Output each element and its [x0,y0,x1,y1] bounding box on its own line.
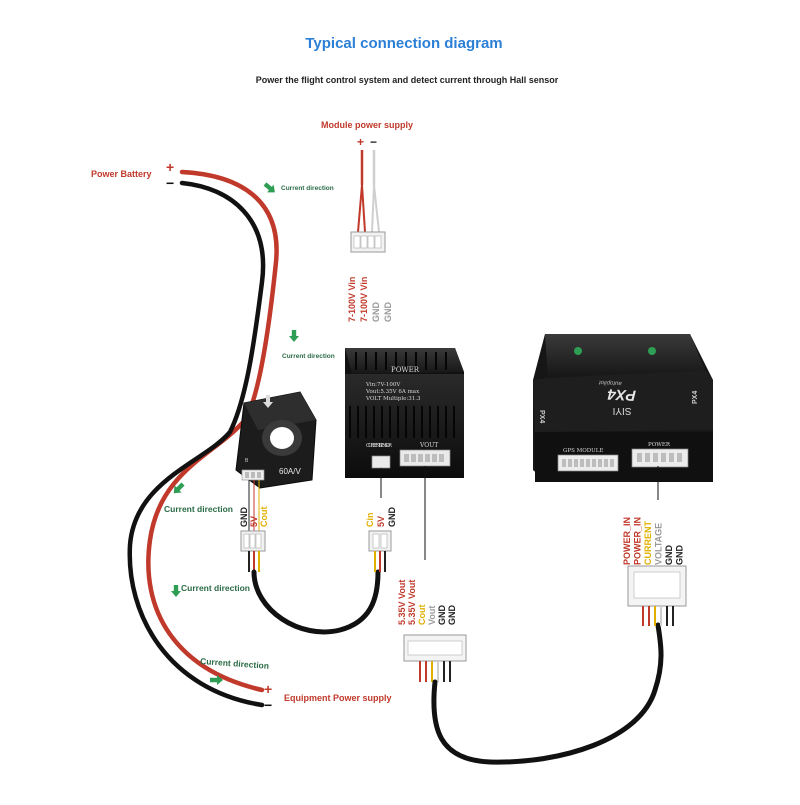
sensor-plug [240,530,266,572]
fc-power-label: POWER [648,442,671,448]
fc-led-left [574,347,582,355]
current-direction-arrow-1: Current direction [261,180,334,197]
module-plus: + [357,135,364,149]
battery-minus: − [166,175,174,191]
fc-led-right [648,347,656,355]
vout-pins-label: GND [447,605,457,626]
current-direction-label-2: Current direction [282,353,335,360]
current-direction-label-1: Current direction [281,185,334,192]
fc-pins-label: POWER_IN [633,517,643,565]
fc-pins-label: GND [675,545,685,566]
module-pins-label: 7-100V Vin [347,277,357,322]
module-pins-label: GND [383,302,393,323]
equipment-minus: − [264,697,272,713]
battery-plus: + [166,159,174,175]
cs-pins-label: 5V [376,516,386,527]
fc-pins-label: CURRENT [643,520,653,565]
page-subtitle: Power the flight control system and dete… [256,75,559,85]
fc-plug [627,565,687,626]
sensor-arrow-icon [263,395,273,408]
vout-plug [403,634,467,682]
fc-pins-label: VOLTAGE [654,523,664,565]
sensor-small-text: B [245,458,249,464]
module-spec-line2: Vout:5.35V 6A max [365,389,420,395]
sensor-pins-label: Cout [259,507,269,528]
current-direction-arrow-2: Current direction [282,330,335,360]
hall-current-sensor: 60A/V B [235,391,317,489]
module-pins-label: 7-100V Vin [359,277,369,322]
current-direction-label-3: Current direction [164,504,233,514]
equipment-power-label: Equipment Power supply [284,693,392,703]
power-module: POWER Vin:7V-100V Vout:5.35V 6A max VOLT… [345,348,464,478]
vout-pins-label: 5.35V Vout [407,580,417,625]
current-direction-arrow-3: Current direction [164,480,233,514]
fc-side-text-right: PX4 [692,391,699,404]
module-power-supply-label: Module power supply [321,120,413,130]
equipment-plus: + [264,681,272,697]
sensor-pins-label: GND [239,507,249,528]
current-sensor-port-label: CURRENT SENSOR [366,443,393,449]
battery-black-wire [127,180,266,708]
sensor-rating: 60A/V [279,467,301,476]
power-battery-label: Power Battery [91,169,152,179]
fc-model: SIYI [613,405,632,416]
sensor-to-module-cable [251,569,381,635]
vout-port-label: VOUT [419,442,438,449]
module-power-supply-connector: Module power supply + − [321,120,413,253]
fc-side-text-left: PX4 [538,410,545,423]
vout-pins-label: Cout [417,605,427,626]
vout-pins-label: 5.35V Vout [397,580,407,625]
current-direction-arrow-4: Current direction [171,583,250,597]
sensor-leads [248,480,260,535]
fc-brand: PX4 [607,385,637,403]
fc-pins-label: GND [664,545,674,566]
sensor-pins-label: 5V [249,516,259,527]
current-direction-label-5: Current direction [200,656,269,671]
module-spec-line1: Vin:7V-100V [365,382,401,388]
module-name: POWER [391,366,420,374]
current-direction-label-4: Current direction [181,583,250,593]
current-sensor-port [371,455,391,469]
fc-pins-label: POWER_IN [622,517,632,565]
cs-pins-label: GND [387,507,397,528]
cs-plug [368,530,392,572]
current-direction-arrow-5: Current direction [200,656,269,685]
vout-pins-label: GND [437,605,447,626]
flight-controller: PX4 autopilot SIYI PX4 PX4 GPS MODULE PO… [533,334,713,482]
module-spec-line3: VOLT Multiple:31.3 [365,396,421,402]
vout-to-fc-cable [431,622,664,765]
module-minus: − [370,135,377,149]
vout-pins-label: Vout [427,606,437,625]
cs-pins-label: Cin [365,513,375,528]
fc-gps-label: GPS MODULE [563,448,603,454]
page-title: Typical connection diagram [305,35,502,52]
module-pins-label: GND [371,302,381,323]
fc-brand-sub: autopilot [599,379,622,386]
